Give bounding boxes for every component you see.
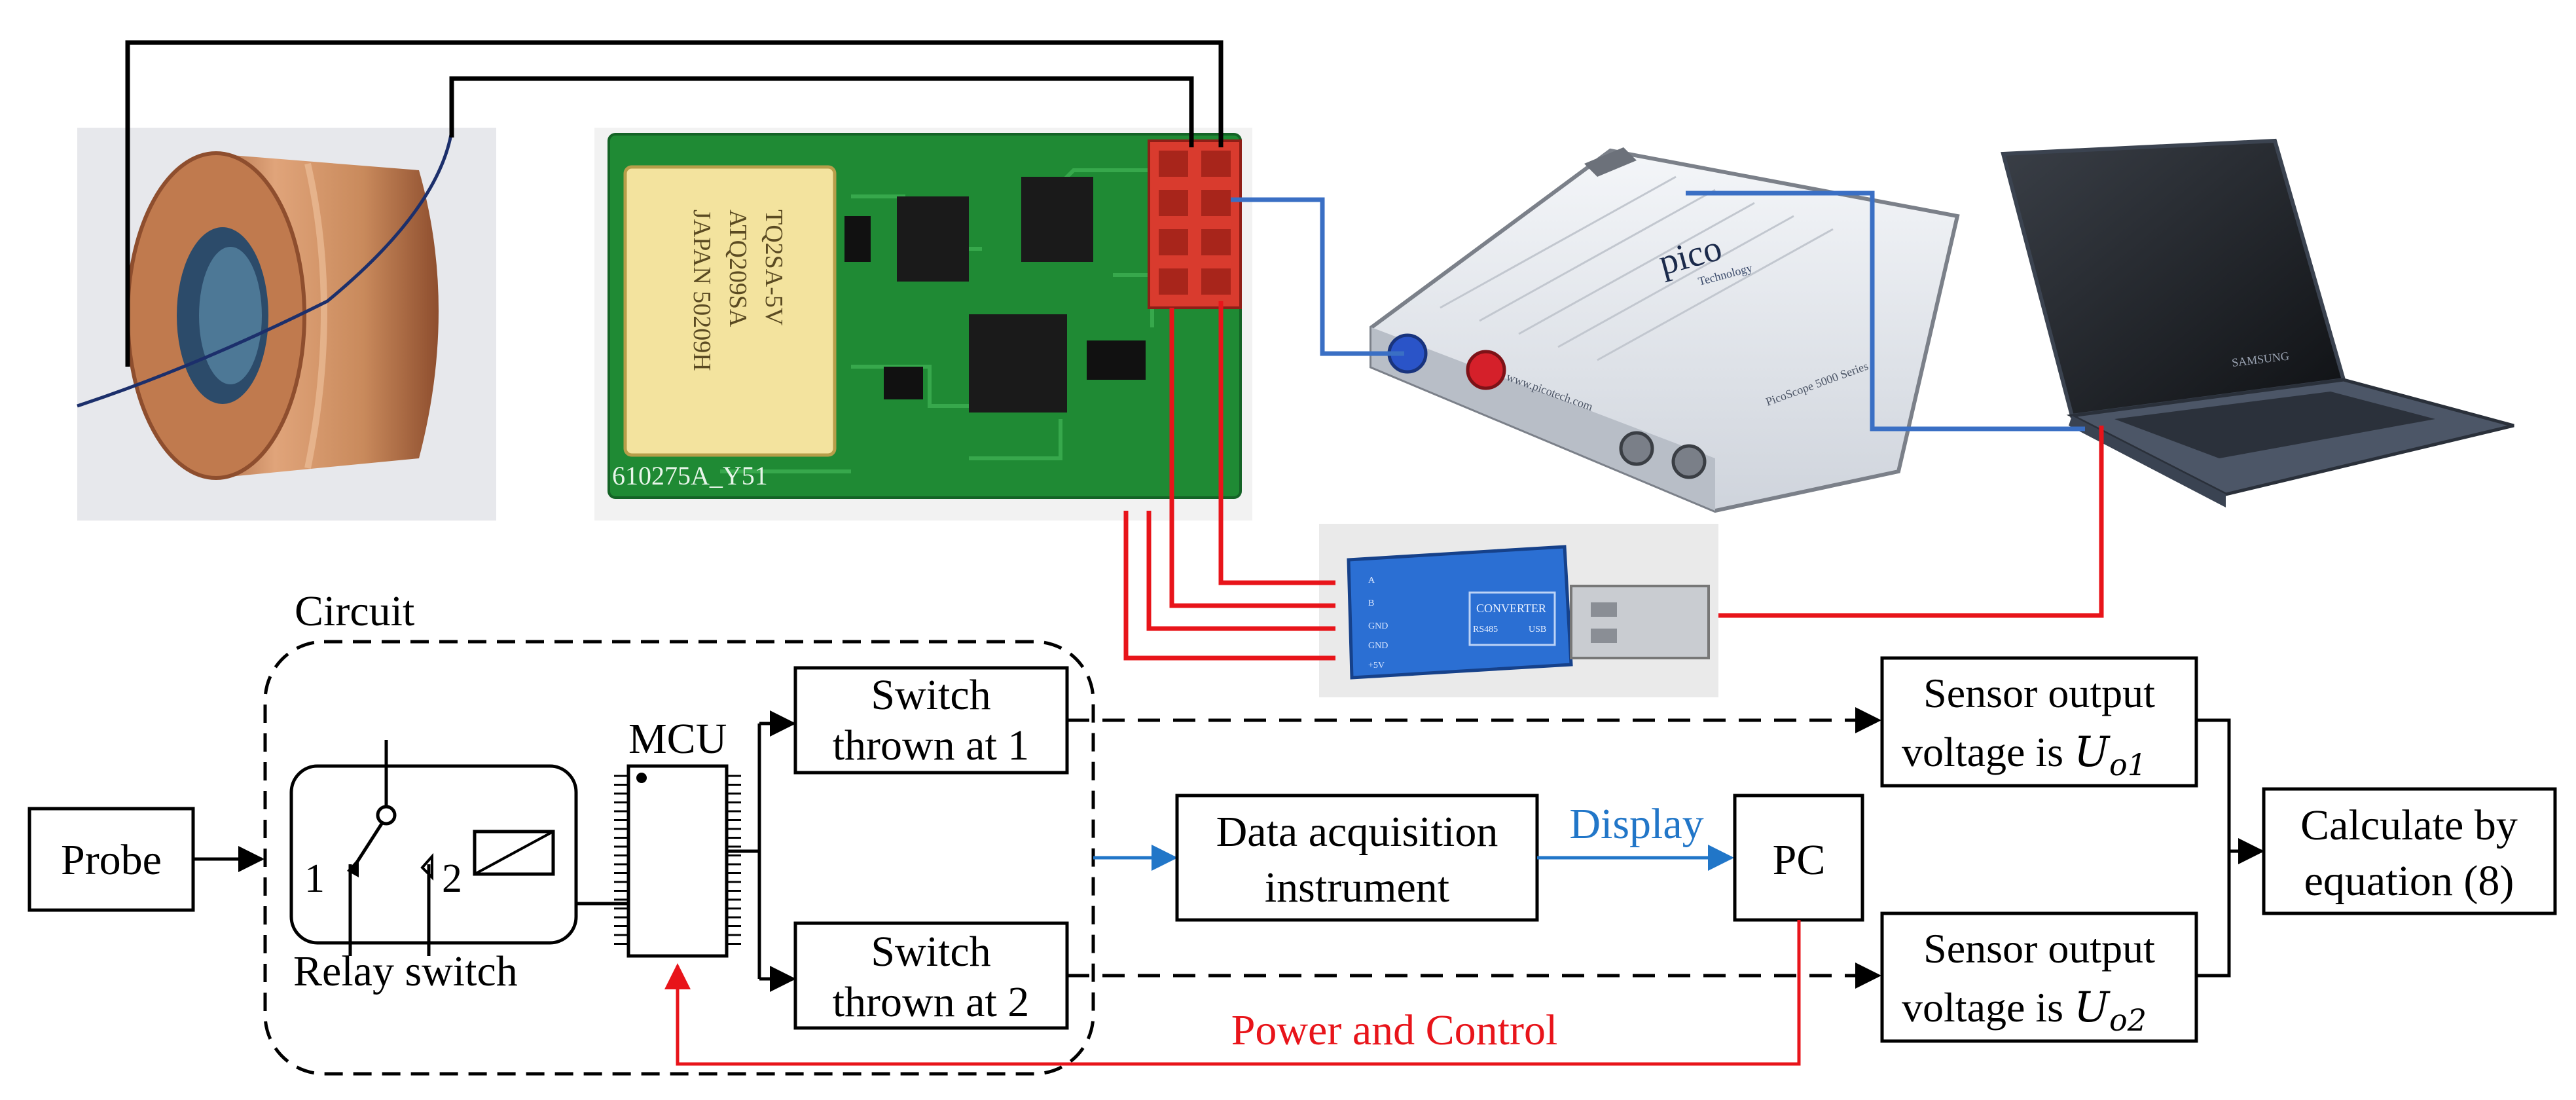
red-wire-converter-to-laptop <box>1718 426 2104 618</box>
pcb-photo: TQ2SA-5V ATQ209SA JAPAN 50209H 610275A_Y… <box>594 128 1252 521</box>
relay-print-line-1: TQ2SA-5V <box>760 210 788 326</box>
relay-print-line-2: ATQ209SA <box>724 210 752 327</box>
oscilloscope-photo: pico Technology www.picotech.com PicoSco… <box>1370 147 1960 513</box>
daq-line-2: instrument <box>1265 864 1449 911</box>
relay-contact-2 <box>420 852 433 881</box>
power-control-label: Power and Control <box>1231 1006 1558 1054</box>
scope-connector-3 <box>1619 431 1654 466</box>
photo-wires <box>125 40 2104 661</box>
power-control-line <box>664 920 1801 1066</box>
laptop-screen <box>2001 138 2346 418</box>
terminal-screws <box>1159 151 1231 295</box>
converter-sub-left: RS485 <box>1473 625 1498 634</box>
converter-label-frame <box>1468 591 1556 646</box>
switch-1-line-1: Switch <box>871 671 990 719</box>
coil-lead-wire <box>77 130 454 408</box>
relay-pivot <box>376 805 397 826</box>
red-wire-gnd <box>1146 511 1335 631</box>
converter-sub-right: USB <box>1529 625 1546 634</box>
blue-wire-pcb-to-scope <box>1231 197 1404 356</box>
black-wire-inner <box>449 76 1194 147</box>
mcu-label: MCU <box>628 715 727 763</box>
converter-pin-2: B <box>1368 598 1374 608</box>
probe-box <box>27 807 195 912</box>
converter-pin-labels: A B GND GND +5V <box>1368 576 1388 670</box>
oscilloscope-ribs <box>1440 175 1834 361</box>
daq-box <box>1175 794 1539 922</box>
relay-switch-label: Relay switch <box>293 947 518 995</box>
usb-plug-slot-1 <box>1591 602 1617 617</box>
laptop-keyboard <box>2114 392 2435 458</box>
converter-pin-1: A <box>1368 576 1375 585</box>
converter-pin-3: GND <box>1368 621 1388 631</box>
smd-component-3 <box>844 216 871 262</box>
block-diagram: Circuit Probe 1 2 Relay switch MCU Switc… <box>27 587 2557 1076</box>
sensor-2-prefix: voltage is <box>1902 984 2074 1031</box>
smd-component-1 <box>884 367 923 399</box>
laptop-photo: SAMSUNG <box>2001 138 2514 507</box>
switch-1-line-2: thrown at 1 <box>833 722 1030 769</box>
mcu-pin1-dot <box>636 773 647 783</box>
sensor-2-box <box>1880 911 2198 1043</box>
sensor-1-subscript: o1 <box>2109 747 2147 782</box>
circuit-label: Circuit <box>295 587 414 635</box>
sensor-2-line-2: voltage is Uo2 <box>1902 983 2147 1038</box>
relay-position-2: 2 <box>442 856 462 901</box>
board-print: 610275A_Y51 <box>612 461 768 490</box>
usb-plug <box>1570 585 1710 659</box>
coil-bore-inner <box>199 247 262 384</box>
probe-label: Probe <box>61 836 162 884</box>
daq-line-1: Data acquisition <box>1216 808 1498 856</box>
relay-print-line-3: JAPAN 50209H <box>688 210 716 371</box>
mcu-pins <box>614 775 741 945</box>
sensor-2-line-1: Sensor output <box>1923 925 2155 972</box>
smd-component-2 <box>1087 340 1146 380</box>
blue-wire-scope-to-laptop <box>1686 191 2085 431</box>
black-wire-outer <box>125 40 1224 367</box>
mcu-chip <box>626 764 729 958</box>
oscilloscope-corner <box>1584 147 1637 177</box>
converter-photo: CONVERTER RS485 USB A B GND GND +5V <box>1319 524 1718 697</box>
relay-switch-box <box>289 764 578 945</box>
ic-chip-3 <box>969 314 1067 412</box>
pc-label: PC <box>1773 836 1826 884</box>
merge-bracket <box>2196 718 2231 978</box>
calculate-line-2: equation (8) <box>2304 857 2514 905</box>
sensor-1-line-1: Sensor output <box>1923 670 2155 716</box>
calculate-box <box>2262 787 2557 915</box>
calculate-line-1: Calculate by <box>2300 801 2518 849</box>
ic-chip-2 <box>1021 177 1093 262</box>
sensor-2-subscript: o2 <box>2109 1002 2147 1038</box>
oscilloscope-front <box>1371 327 1715 511</box>
usb-plug-slot-2 <box>1591 629 1617 643</box>
converter-title: CONVERTER <box>1476 602 1546 615</box>
scope-channel-b-connector <box>1466 350 1506 390</box>
switch-2-line-2: thrown at 2 <box>833 978 1030 1026</box>
converter-pin-5: +5V <box>1368 661 1385 670</box>
switch-2-line-1: Switch <box>871 928 990 976</box>
probe-photo <box>77 128 496 521</box>
sensor-2-variable: U <box>2074 983 2111 1032</box>
red-wire-a <box>1218 301 1335 585</box>
laptop-front-edge <box>2069 416 2226 507</box>
coil-highlight <box>304 162 327 469</box>
sensor-1-prefix: voltage is <box>1902 729 2074 775</box>
scope-connector-4 <box>1671 444 1707 479</box>
converter-pin-4: GND <box>1368 641 1388 651</box>
sensor-1-box <box>1880 656 2198 788</box>
display-label: Display <box>1569 800 1703 848</box>
sensor-1-variable: U <box>2074 728 2111 777</box>
relay-component <box>623 165 837 457</box>
red-wire-b <box>1169 308 1335 608</box>
relay-print: TQ2SA-5V ATQ209SA JAPAN 50209H <box>688 210 788 371</box>
relay-coil-slash <box>474 830 554 875</box>
red-wire-5v <box>1123 511 1335 661</box>
relay-position-1: 1 <box>304 856 325 901</box>
ic-chip-1 <box>897 196 969 282</box>
relay-contact-1 <box>347 858 359 877</box>
sensor-1-line-2: voltage is Uo1 <box>1902 728 2147 782</box>
